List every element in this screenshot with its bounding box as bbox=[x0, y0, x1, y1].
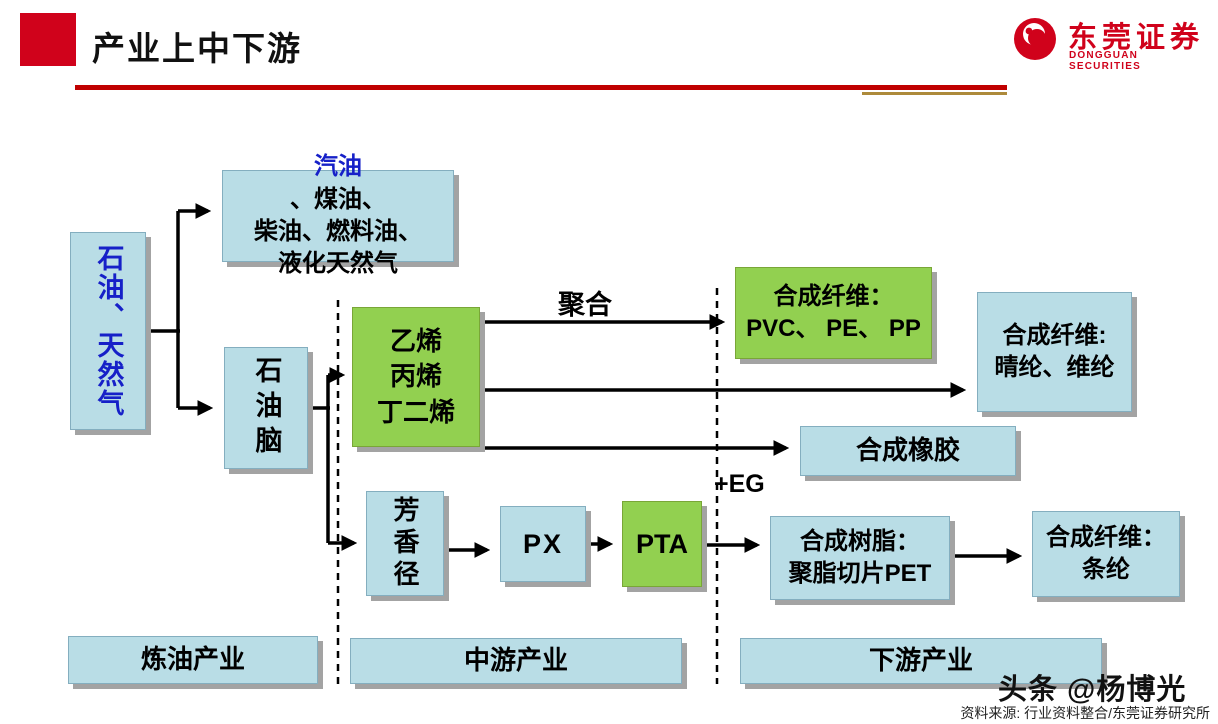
resin-line2: 聚脂切片PET bbox=[788, 560, 932, 587]
node-pta: PTA bbox=[622, 501, 702, 587]
downstream-industry-label: 下游产业 bbox=[868, 645, 973, 676]
midstream-industry-label: 中游产业 bbox=[463, 645, 568, 676]
olefins-line2: 丙烯 bbox=[389, 361, 442, 392]
logo-subtitle: DONGGUAN SECURITIES bbox=[1069, 50, 1142, 72]
title-underline-gold bbox=[862, 92, 1007, 95]
section-midstream-industry: 中游产业 bbox=[350, 638, 682, 684]
rubber-label: 合成橡胶 bbox=[855, 435, 960, 466]
node-oil-gas: 石油、天然气 bbox=[70, 232, 146, 430]
olefins-line1: 乙烯 bbox=[389, 326, 442, 357]
refined-line2: 柴油、燃料油、 bbox=[254, 218, 422, 245]
fiber-poly-line1: 合成纤维： bbox=[1046, 523, 1166, 551]
node-aromatics: 芳香径 bbox=[366, 491, 444, 596]
connector-oil-split bbox=[146, 203, 214, 416]
refined-highlight: 汽油 bbox=[314, 153, 362, 181]
refining-industry-label: 炼油产业 bbox=[140, 644, 245, 675]
node-aromatics-label: 芳香径 bbox=[390, 495, 420, 592]
refined-line1: 汽油、煤油、 bbox=[254, 151, 422, 216]
section-downstream-industry: 下游产业 bbox=[740, 638, 1102, 684]
refined-line3: 液化天然气 bbox=[278, 250, 398, 278]
title-accent-block bbox=[20, 13, 76, 66]
node-oil-gas-label: 石油、天然气 bbox=[93, 244, 124, 418]
node-naphtha-label: 石油脑 bbox=[251, 355, 282, 461]
company-logo: 东莞证券 DONGGUAN SECURITIES bbox=[1012, 14, 1208, 72]
node-naphtha: 石油脑 bbox=[224, 347, 308, 469]
node-fiber-acrylic: 合成纤维: 晴纶、维纶 bbox=[977, 292, 1132, 412]
source-note: 资料来源: 行业资料整合/东莞证券研究所 bbox=[960, 705, 1210, 721]
page-title: 产业上中下游 bbox=[92, 30, 302, 67]
fiber-poly-line2: 条纶 bbox=[1082, 556, 1130, 583]
eg-label: +EG bbox=[714, 470, 765, 498]
polymerization-label: 聚合 bbox=[558, 290, 612, 320]
node-fiber-polyester: 合成纤维： 条纶 bbox=[1032, 511, 1180, 597]
fiber-acrylic-line2: 晴纶、维纶 bbox=[994, 354, 1115, 381]
node-synthetic-rubber: 合成橡胶 bbox=[800, 426, 1016, 476]
olefins-line3: 丁二烯 bbox=[376, 396, 455, 427]
fiber-pvc-line2: PVC、 PE、 PP bbox=[746, 315, 921, 342]
refined-rest: 、煤油、 bbox=[290, 185, 386, 213]
node-olefins: 乙烯 丙烯 丁二烯 bbox=[352, 307, 480, 447]
fiber-acrylic-line1: 合成纤维: bbox=[1002, 321, 1107, 349]
connector-naphtha-split bbox=[308, 367, 358, 551]
logo-mark-icon bbox=[1014, 18, 1056, 60]
px-label: PX bbox=[522, 528, 564, 559]
author-watermark: 头条 @杨博光 bbox=[998, 674, 1187, 706]
node-refined-products: 汽油、煤油、 柴油、燃料油、 液化天然气 bbox=[222, 153, 454, 277]
section-refining-industry: 炼油产业 bbox=[68, 636, 318, 684]
node-fiber-pvc-pe-pp: 合成纤维： PVC、 PE、 PP bbox=[735, 267, 932, 359]
logo-name: 东莞证券 bbox=[1068, 22, 1205, 54]
resin-line1: 合成树脂： bbox=[800, 527, 920, 555]
node-synthetic-resin: 合成树脂： 聚脂切片PET bbox=[770, 516, 950, 600]
fiber-pvc-line1: 合成纤维： bbox=[773, 282, 894, 310]
node-px: PX bbox=[500, 506, 586, 582]
title-underline-red bbox=[75, 85, 1007, 90]
pta-label: PTA bbox=[636, 528, 688, 559]
